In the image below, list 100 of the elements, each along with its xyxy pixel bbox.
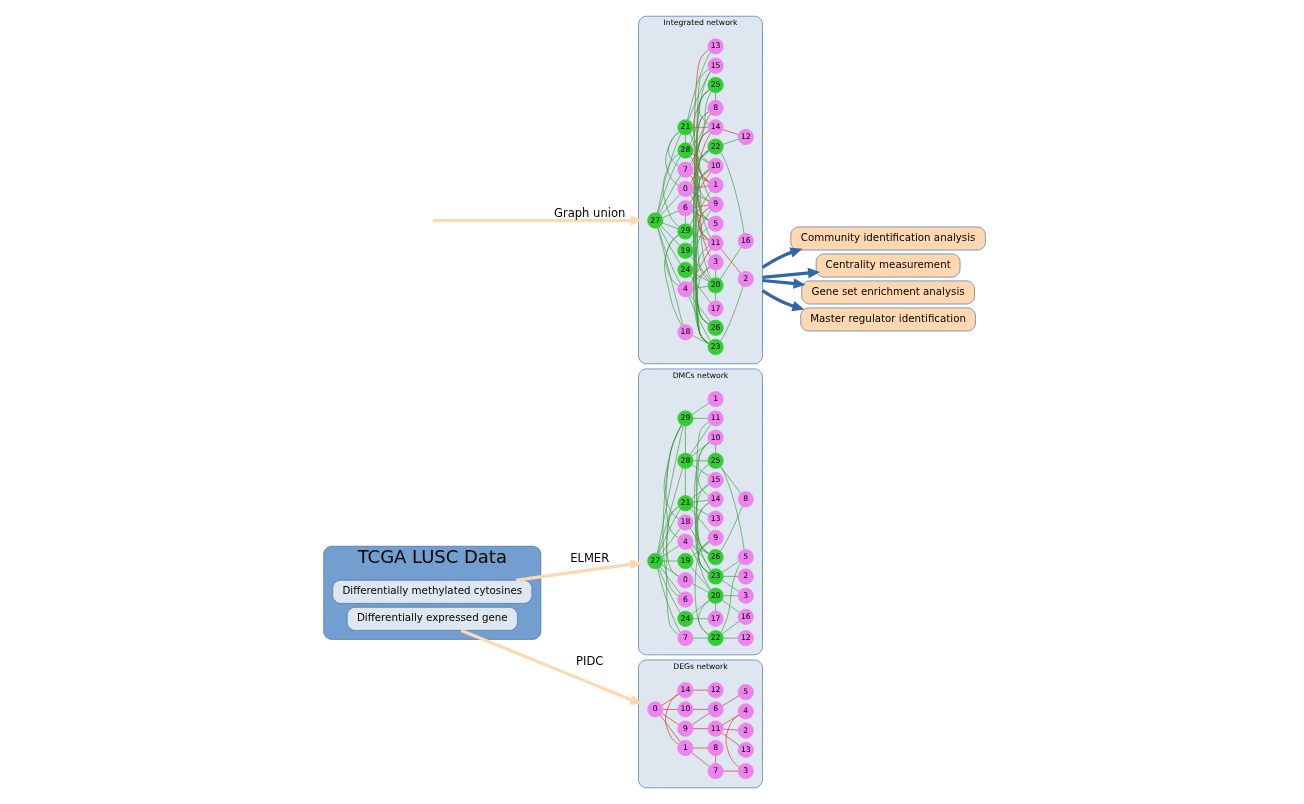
connector xyxy=(661,693,679,706)
connector xyxy=(692,506,709,516)
connector xyxy=(691,752,710,767)
connector xyxy=(693,418,709,419)
connector xyxy=(698,89,710,124)
connector xyxy=(723,637,739,639)
connector xyxy=(665,693,679,745)
connector xyxy=(690,566,711,591)
connector xyxy=(698,541,709,573)
connector xyxy=(690,547,711,591)
connector xyxy=(720,505,743,552)
node-box: Master regulator identification xyxy=(800,307,976,332)
connector xyxy=(725,714,740,768)
connector xyxy=(715,92,716,101)
edge-label: PIDC xyxy=(576,653,604,668)
connector xyxy=(664,234,682,326)
connector xyxy=(696,441,710,573)
connector xyxy=(692,192,709,202)
connector xyxy=(658,567,681,614)
connector xyxy=(662,222,679,230)
connector xyxy=(693,89,710,163)
connector xyxy=(691,599,710,615)
connector xyxy=(722,560,740,573)
connector xyxy=(658,508,681,555)
connector xyxy=(715,445,716,454)
connector xyxy=(691,441,710,457)
connector xyxy=(722,580,740,592)
connector xyxy=(661,713,679,725)
connector xyxy=(695,246,709,325)
connector xyxy=(693,127,709,128)
connector xyxy=(657,227,681,284)
connector xyxy=(690,132,711,184)
arrow xyxy=(515,559,643,582)
connector xyxy=(698,600,710,635)
connector xyxy=(660,194,681,216)
arrow xyxy=(432,215,643,226)
connector xyxy=(659,226,681,265)
connector xyxy=(722,714,740,726)
connector xyxy=(662,709,678,710)
arrow xyxy=(762,278,806,289)
node-box: Community identification analysis xyxy=(790,226,986,251)
connector xyxy=(659,566,681,594)
connector xyxy=(722,695,740,706)
connector xyxy=(685,468,686,496)
edge-label: Graph union xyxy=(554,205,626,220)
connector xyxy=(657,133,682,214)
connector xyxy=(720,562,741,633)
connector xyxy=(721,732,740,746)
edge-label: ELMER xyxy=(570,550,610,565)
connector xyxy=(720,466,745,550)
arrow xyxy=(762,267,821,280)
connector xyxy=(693,709,709,710)
connector xyxy=(662,153,680,228)
connector xyxy=(720,248,741,274)
connector xyxy=(657,467,683,554)
arrow xyxy=(761,289,805,312)
connector xyxy=(685,425,686,454)
connector xyxy=(689,71,711,145)
connector xyxy=(691,464,710,477)
connector xyxy=(715,603,716,612)
connector xyxy=(662,424,682,597)
connector xyxy=(685,215,686,224)
connector xyxy=(723,576,739,577)
connector xyxy=(691,267,710,285)
connector xyxy=(690,113,711,165)
node-box: Differentially expressed gene xyxy=(346,606,518,631)
connector xyxy=(693,618,709,620)
connector xyxy=(691,91,712,146)
connector xyxy=(656,425,684,554)
connector xyxy=(695,483,709,573)
connector xyxy=(692,233,709,241)
connector xyxy=(657,156,681,214)
connector xyxy=(693,499,709,503)
connector xyxy=(659,714,681,743)
connector xyxy=(694,541,709,635)
connector xyxy=(692,583,709,593)
connector xyxy=(715,293,716,302)
connector xyxy=(720,152,745,234)
connector xyxy=(690,256,711,281)
connector xyxy=(665,131,680,186)
node-box: Gene set enrichment analysis xyxy=(801,280,975,305)
connector xyxy=(693,460,709,462)
connector xyxy=(668,131,680,167)
connector xyxy=(659,528,681,556)
connector xyxy=(685,134,686,144)
connector xyxy=(720,466,742,494)
connector xyxy=(723,595,739,597)
connector xyxy=(691,545,712,571)
connector xyxy=(694,441,710,554)
connector xyxy=(662,560,678,562)
connector xyxy=(666,506,679,635)
connector xyxy=(688,295,711,342)
node-box: Centrality measurement xyxy=(815,253,961,278)
arrow xyxy=(761,247,803,269)
connector xyxy=(721,620,740,635)
connector xyxy=(660,225,680,246)
connector xyxy=(722,138,739,145)
connector xyxy=(698,464,709,496)
connector xyxy=(696,502,709,573)
connector xyxy=(690,275,711,303)
